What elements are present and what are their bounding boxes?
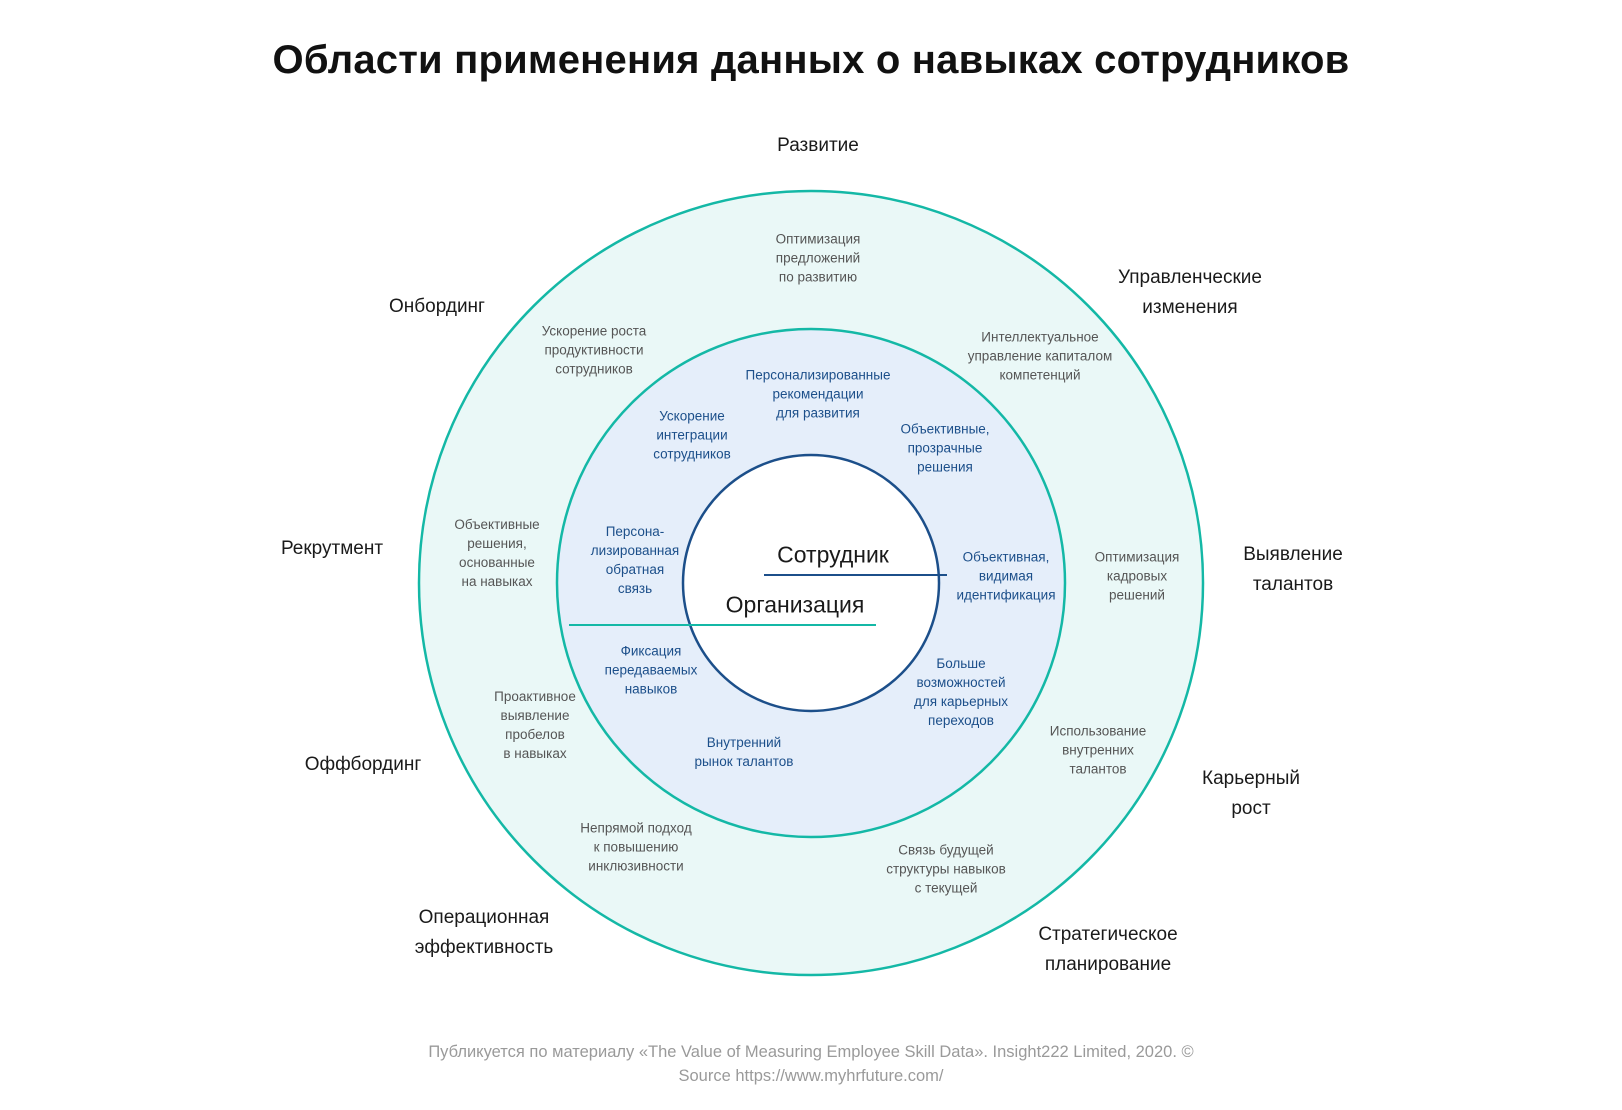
inner-label-recruitment: Персона- лизированная обратная связь (590, 524, 680, 596)
ring-label-strategic-planning: Связь будущей структуры навыков с текуще… (886, 842, 1006, 896)
core-label-employee: Сотрудник (777, 541, 889, 568)
outer-label-talent-identification: Выявление талантов (1243, 544, 1343, 595)
core-label-organization: Организация (725, 591, 865, 618)
inner-label-change-management: Объективные, прозрачные решения (900, 421, 990, 475)
source-footer: Публикуется по материалу «The Value of M… (0, 1040, 1622, 1088)
outer-label-recruitment: Рекрутмент (280, 538, 384, 559)
inner-label-strategic-planning: Внутренний рынок талантов (694, 735, 794, 769)
outer-label-strategic-planning: Стратегическое планирование (1038, 924, 1178, 975)
outer-label-development: Развитие (777, 135, 859, 156)
inner-label-development: Персонализированные рекомендации для раз… (745, 367, 891, 421)
footer-line-1: Публикуется по материалу «The Value of M… (428, 1043, 1194, 1061)
outer-label-onboarding: Онбординг (389, 296, 485, 317)
footer-line-2: Source https://www.myhrfuture.com/ (678, 1067, 944, 1085)
ring-label-change-management: Интеллектуальное управление капиталом ко… (967, 329, 1113, 383)
ring-label-development: Оптимизация предложений по развитию (775, 231, 861, 285)
ring-label-operational-efficiency: Непрямой подход к повышению инклюзивност… (580, 820, 692, 874)
outer-label-change-management: Управленческие изменения (1118, 267, 1262, 318)
outer-label-operational-efficiency: Операционная эффективность (414, 907, 554, 958)
inner-label-talent-identification: Объективная, видимая идентификация (956, 549, 1056, 603)
outer-label-offboarding: Оффбординг (304, 754, 422, 775)
inner-label-onboarding: Ускорение интеграции сотрудников (653, 408, 731, 462)
core-circle (681, 453, 941, 713)
inner-label-offboarding: Фиксация передаваемых навыков (604, 643, 698, 697)
ring-label-onboarding: Ускорение роста продуктивности сотрудник… (541, 323, 647, 377)
ring-label-talent-identification: Оптимизация кадровых решений (1094, 549, 1180, 603)
ring-label-offboarding: Проактивное выявление пробелов в навыках (494, 689, 576, 761)
ring-label-recruitment: Объективные решения, основанные на навык… (454, 517, 540, 589)
inner-label-career-growth: Больше возможностей для карьерных перехо… (914, 656, 1008, 728)
outer-label-career-growth: Карьерный рост (1202, 768, 1300, 819)
ring-label-career-growth: Использование внутренних талантов (1049, 723, 1147, 777)
page-title: Области применения данных о навыках сотр… (272, 38, 1350, 82)
